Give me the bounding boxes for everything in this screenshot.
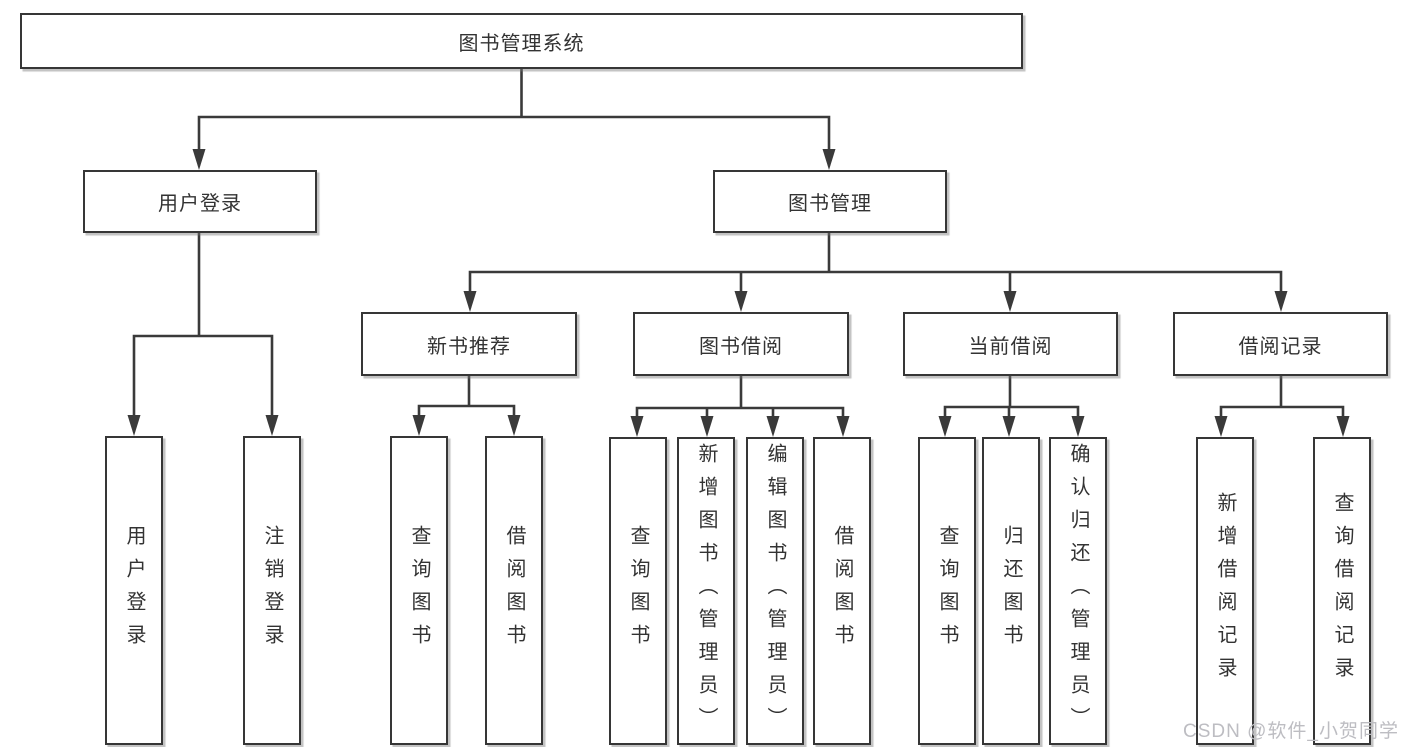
leaf-user-login-label: 用户登录 xyxy=(123,524,145,657)
leaf-query-books-rec-label: 查询图书 xyxy=(408,524,430,657)
node-book-borrow: 图书借阅 xyxy=(633,312,849,376)
leaf-query-books-current-label: 查询图书 xyxy=(936,525,958,657)
node-user-login-group: 用户登录 xyxy=(83,170,317,233)
leaf-borrow-books-rec-label: 借阅图书 xyxy=(503,524,525,657)
node-root: 图书管理系统 xyxy=(20,13,1023,69)
leaf-query-books-rec: 查询图书 xyxy=(390,436,448,745)
leaf-query-books-borrow: 查询图书 xyxy=(609,437,667,745)
node-book-borrow-label: 图书借阅 xyxy=(699,335,783,358)
leaf-query-books-borrow-label: 查询图书 xyxy=(627,525,649,657)
leaf-confirm-return-admin: 确认归还（管理员） xyxy=(1049,437,1107,745)
leaf-query-borrow-record: 查询借阅记录 xyxy=(1313,437,1371,745)
node-user-login-group-label: 用户登录 xyxy=(158,193,242,215)
leaf-return-book: 归还图书 xyxy=(982,437,1040,745)
node-current-borrow-label: 当前借阅 xyxy=(968,335,1053,358)
node-root-label: 图书管理系统 xyxy=(458,32,585,55)
leaf-edit-book-admin-label: 编辑图书（管理员） xyxy=(764,442,786,740)
node-current-borrow: 当前借阅 xyxy=(903,312,1118,376)
leaf-confirm-return-admin-label: 确认归还（管理员） xyxy=(1067,442,1089,740)
leaf-add-book-admin: 新增图书（管理员） xyxy=(677,437,735,745)
leaf-user-login: 用户登录 xyxy=(105,436,163,745)
leaf-add-borrow-record-label: 新增借阅记录 xyxy=(1214,492,1236,690)
leaf-logout: 注销登录 xyxy=(243,436,301,745)
leaf-borrow-books-rec: 借阅图书 xyxy=(485,436,543,745)
leaf-add-book-admin-label: 新增图书（管理员） xyxy=(695,442,717,740)
arrowhead-group xyxy=(127,149,1350,437)
leaf-add-borrow-record: 新增借阅记录 xyxy=(1196,437,1254,745)
node-book-mgmt-group: 图书管理 xyxy=(713,170,947,233)
node-new-book-rec-label: 新书推荐 xyxy=(427,335,511,358)
leaf-borrow-books-borrow-label: 借阅图书 xyxy=(831,525,853,657)
node-borrow-records: 借阅记录 xyxy=(1173,312,1388,376)
leaf-query-borrow-record-label: 查询借阅记录 xyxy=(1331,492,1353,690)
node-book-mgmt-group-label: 图书管理 xyxy=(788,193,872,215)
node-new-book-rec: 新书推荐 xyxy=(361,312,577,376)
node-borrow-records-label: 借阅记录 xyxy=(1238,335,1323,358)
leaf-borrow-books-borrow: 借阅图书 xyxy=(813,437,871,745)
leaf-return-book-label: 归还图书 xyxy=(1000,525,1022,657)
leaf-edit-book-admin: 编辑图书（管理员） xyxy=(746,437,804,745)
leaf-logout-label: 注销登录 xyxy=(261,524,283,657)
leaf-query-books-current: 查询图书 xyxy=(918,437,976,745)
